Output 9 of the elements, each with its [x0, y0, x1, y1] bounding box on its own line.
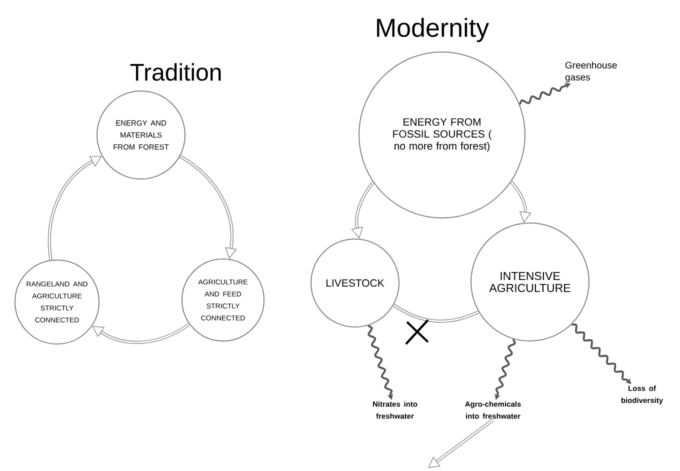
arrow: [92, 322, 190, 344]
circle-node: ENERGY FROM FOSSIL SOURCES ( no more from forest): [358, 52, 526, 218]
circle-node: INTENSIVE AGRICULTURE: [470, 222, 590, 342]
arrow: [48, 156, 102, 260]
note-text: Greenhouse gases: [565, 62, 617, 82]
arrow: [428, 418, 494, 468]
heading: Tradition: [130, 63, 221, 81]
circle-node: LIVESTOCK: [310, 238, 400, 328]
arrow: [179, 155, 237, 259]
